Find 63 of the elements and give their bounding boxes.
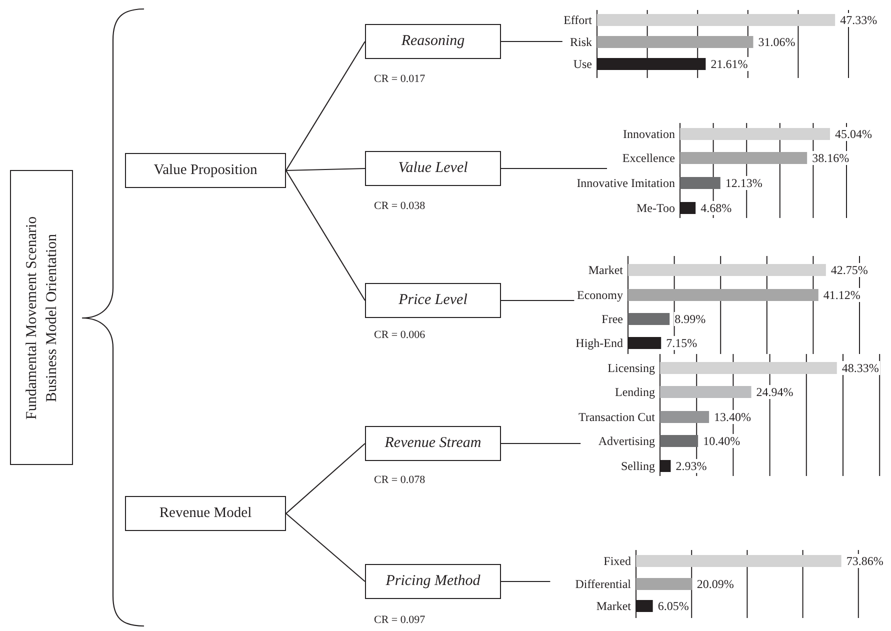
connector-line bbox=[286, 513, 366, 582]
category-label: Economy bbox=[577, 288, 623, 302]
criterion-box: Reasoning bbox=[365, 24, 501, 59]
goal-box bbox=[10, 170, 73, 465]
value-label: 41.12% bbox=[822, 288, 862, 302]
value-label: 10.40% bbox=[702, 434, 742, 448]
connector-line bbox=[286, 168, 366, 172]
category-label: Free bbox=[602, 312, 623, 326]
value-label: 2.93% bbox=[674, 459, 708, 473]
value-label: 4.68% bbox=[700, 201, 733, 215]
dimension-box: Value Proposition bbox=[125, 153, 286, 188]
consistency-ratio: CR = 0.038 bbox=[374, 200, 426, 212]
criterion-box: Pricing Method bbox=[365, 564, 501, 599]
value-label: 8.99% bbox=[674, 312, 707, 326]
category-label: Selling bbox=[620, 459, 655, 473]
category-label: Excellence bbox=[622, 151, 675, 165]
value-label: 7.15% bbox=[665, 336, 698, 350]
connector-line bbox=[286, 443, 366, 514]
consistency-ratio: CR = 0.006 bbox=[374, 329, 426, 341]
value-label: 20.09% bbox=[696, 577, 735, 591]
connector-line bbox=[286, 170, 366, 301]
category-label: High-End bbox=[576, 336, 623, 350]
criterion-box: Revenue Stream bbox=[365, 426, 501, 461]
category-label: Use bbox=[573, 57, 592, 71]
value-label: 48.33% bbox=[840, 361, 880, 375]
consistency-ratio: CR = 0.017 bbox=[374, 73, 426, 85]
category-label: Licensing bbox=[608, 361, 655, 375]
dimension-box: Revenue Model bbox=[125, 496, 286, 531]
connector-line bbox=[501, 168, 607, 170]
category-label: Me-Too bbox=[636, 201, 675, 215]
value-label: 31.06% bbox=[757, 35, 796, 49]
value-label: 47.33% bbox=[839, 13, 878, 27]
value-label: 6.05% bbox=[656, 599, 690, 613]
connector-line bbox=[286, 41, 366, 171]
consistency-ratio: CR = 0.078 bbox=[374, 474, 426, 486]
connector-line bbox=[501, 300, 574, 302]
goal-text: Fundamental Movement Scenario bbox=[22, 216, 40, 420]
connector-line bbox=[501, 40, 562, 42]
goal-text: Business Model Orientation bbox=[42, 233, 60, 402]
criterion-box: Value Level bbox=[365, 151, 501, 186]
consistency-ratio: CR = 0.097 bbox=[374, 614, 426, 626]
value-label: 42.75% bbox=[830, 263, 869, 277]
value-label: 24.94% bbox=[755, 385, 794, 399]
connector-line bbox=[501, 580, 550, 582]
category-label: Risk bbox=[570, 35, 592, 49]
value-label: 73.86% bbox=[845, 554, 884, 568]
category-label: Innovative Imitation bbox=[576, 176, 675, 190]
value-label: 21.61% bbox=[710, 57, 749, 71]
value-label: 38.16% bbox=[811, 151, 850, 165]
category-label: Market bbox=[588, 263, 623, 277]
category-label: Transaction Cut bbox=[578, 410, 655, 424]
category-label: Differential bbox=[575, 577, 631, 591]
value-label: 12.13% bbox=[724, 176, 764, 190]
category-label: Innovation bbox=[623, 127, 675, 141]
connector-line bbox=[501, 442, 581, 444]
value-label: 13.40% bbox=[713, 410, 752, 424]
category-label: Lending bbox=[615, 385, 655, 399]
category-label: Effort bbox=[564, 13, 592, 27]
category-label: Advertising bbox=[598, 434, 655, 448]
category-label: Fixed bbox=[604, 554, 631, 568]
category-label: Market bbox=[596, 599, 631, 613]
value-label: 45.04% bbox=[834, 127, 873, 141]
criterion-box: Price Level bbox=[365, 283, 501, 318]
